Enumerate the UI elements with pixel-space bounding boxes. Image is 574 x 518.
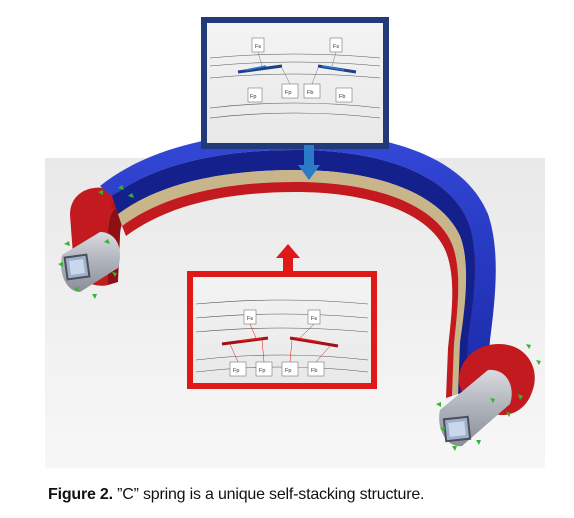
left-pin-square	[69, 259, 85, 275]
top-label-fb-mid: Fb	[307, 90, 313, 96]
figure-caption: Figure 2. ”C” spring is a unique self-st…	[48, 486, 425, 504]
top-label-fp-mid: Fp	[285, 90, 291, 96]
boundary-markers	[58, 185, 541, 451]
bottom-label-fs-right: Fs	[311, 316, 317, 322]
bottom-inset: Fs Fs Fp Fp Fp Fb	[187, 271, 377, 389]
caption-label: Figure 2.	[48, 486, 113, 503]
bottom-label-fp-1: Fp	[233, 368, 239, 374]
top-label-fs-right: Fs	[333, 44, 339, 50]
c-spring-model	[58, 132, 541, 451]
bottom-label-fp-2: Fp	[259, 368, 265, 374]
bottom-label-fs-left: Fs	[247, 316, 253, 322]
top-inset: Fs Fs Fp Fp Fb Fb	[201, 17, 389, 149]
bottom-label-fb: Fb	[311, 368, 317, 374]
red-up-arrow	[276, 244, 300, 274]
top-label-fb-right: Fb	[339, 94, 345, 100]
top-label-fp-left: Fp	[250, 94, 256, 100]
right-pin-square	[448, 421, 466, 437]
top-left-force-arrow	[237, 64, 283, 74]
bottom-label-fp-3: Fp	[285, 368, 291, 374]
caption-text: ”C” spring is a unique self-stacking str…	[112, 486, 425, 503]
bottom-right-force-arrow	[289, 336, 339, 348]
blue-down-arrow	[298, 145, 320, 180]
top-label-fs-left: Fs	[255, 44, 261, 50]
